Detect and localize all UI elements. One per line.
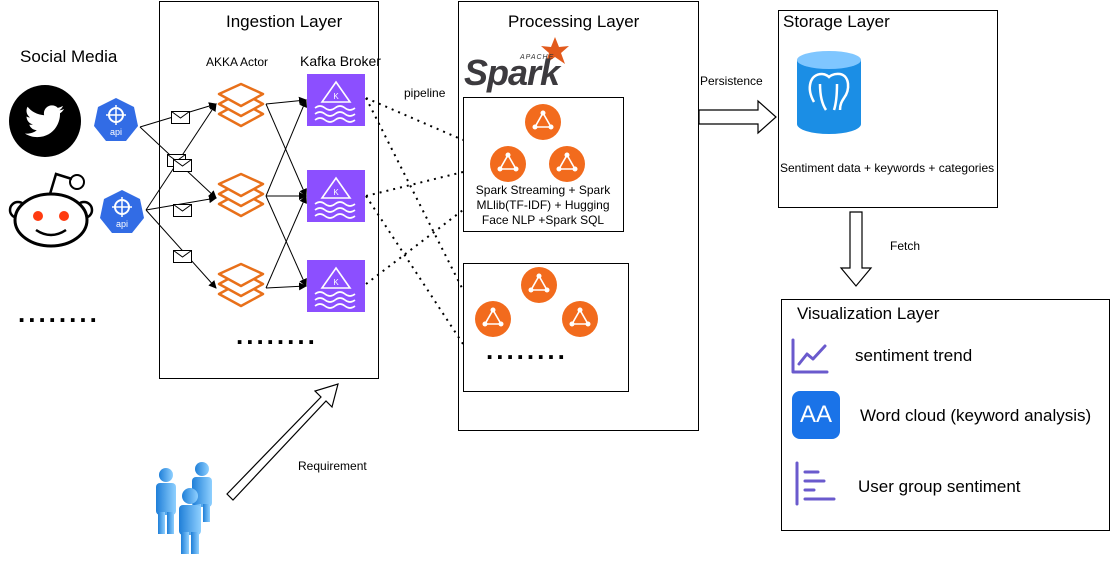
visualization-layer-title: Visualization Layer	[797, 304, 940, 323]
postgresql-database-icon	[797, 51, 861, 134]
ingestion-layer-title: Ingestion Layer	[226, 12, 343, 31]
persistence-label: Persistence	[700, 74, 763, 88]
kubernetes-api-icon-1: api	[94, 98, 138, 141]
spark-logo-text: Spark	[464, 52, 560, 93]
users-group-icon	[156, 462, 212, 554]
kafka-broker-icon: K	[307, 74, 365, 126]
spark-node-icon	[562, 301, 598, 337]
spark-node-icon	[475, 301, 511, 337]
message-envelope-icon	[173, 204, 192, 217]
kafka-badge: K	[333, 278, 339, 287]
vis-item-label-user-group: User group sentiment	[858, 477, 1021, 496]
kubernetes-api-icon-2: api	[100, 190, 144, 233]
text-size-icon: AA	[792, 391, 840, 439]
api-label-1: api	[110, 127, 122, 137]
kafka-broker-label: Kafka Broker	[300, 53, 381, 69]
spark-node-icon	[549, 146, 585, 182]
spark-node-icon	[490, 146, 526, 182]
social-media-title: Social Media	[20, 47, 118, 66]
bar-list-icon	[795, 461, 836, 506]
spark-node-icon	[521, 267, 557, 303]
fetch-label: Fetch	[890, 239, 921, 253]
akka-actor-icon	[217, 262, 265, 308]
vis-item-label-word-cloud: Word cloud (keyword analysis)	[860, 406, 1092, 425]
spark-cluster-more-ellipsis: ........	[486, 335, 568, 365]
spark-star-icon	[541, 37, 569, 64]
kafka-badge: K	[333, 188, 339, 197]
twitter-icon	[9, 85, 81, 157]
sources-more-ellipsis: ........	[18, 298, 100, 328]
spark-cluster-caption: Spark Streaming + Spark MLlib(TF-IDF) + …	[475, 183, 611, 227]
message-envelope-icon	[173, 159, 192, 172]
processing-layer-title: Processing Layer	[508, 12, 640, 31]
apache-spark-logo: APACHE Spark	[464, 36, 574, 94]
storage-caption: Sentiment data + keywords + categories	[780, 161, 995, 175]
kafka-broker-icon: K	[307, 170, 365, 222]
kafka-badge: K	[333, 92, 339, 101]
akka-actor-label: AKKA Actor	[206, 55, 269, 69]
api-label-2: api	[116, 219, 128, 229]
message-envelope-icon	[171, 111, 190, 124]
akka-actor-icon	[217, 172, 265, 218]
storage-layer-title: Storage Layer	[783, 12, 890, 31]
spark-logo-apache-text: APACHE	[520, 54, 555, 61]
message-envelope-icon	[173, 250, 192, 263]
kafka-broker-icon: K	[307, 260, 365, 312]
ingestion-more-ellipsis: ........	[236, 320, 318, 350]
text-size-glyph: AA	[799, 401, 832, 428]
requirement-label: Requirement	[298, 459, 367, 473]
pipeline-label: pipeline	[404, 86, 446, 100]
reddit-icon	[8, 172, 94, 248]
vis-item-label-sentiment-trend: sentiment trend	[855, 346, 973, 365]
spark-node-icon	[525, 104, 561, 140]
line-chart-icon	[791, 338, 829, 374]
akka-actor-icon	[217, 82, 265, 128]
